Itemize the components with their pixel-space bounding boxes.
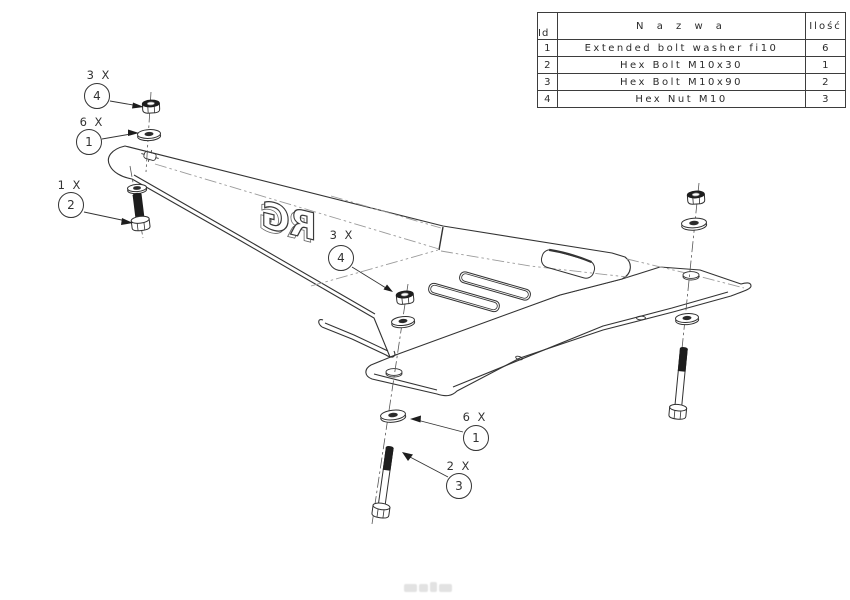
callout-count: 3 X [329, 228, 355, 242]
bom-cell-id: 2 [537, 56, 558, 74]
bom-row: 2 Hex Bolt M10x30 1 [537, 56, 846, 74]
hex-bolt-m10x90 [371, 446, 394, 519]
callout-count: 6 X [462, 410, 488, 424]
bom-header-id: Id [537, 12, 558, 40]
embossed-recess [540, 248, 596, 279]
callout-count: 6 X [79, 115, 105, 129]
bom-header-row: Id N a z w a Ilość [537, 12, 846, 40]
callout-balloon-1: 1 [76, 129, 102, 155]
small-slot [636, 315, 646, 321]
hex-bolt-m10x30 [130, 192, 151, 232]
bom-cell-name: Hex Bolt M10x90 [557, 73, 806, 91]
washer [391, 315, 416, 329]
callout-leaders [83, 100, 464, 478]
washer [681, 217, 708, 231]
washer [127, 183, 148, 195]
bom-cell-qty: 1 [805, 56, 846, 74]
callout-balloon-3: 3 [446, 473, 472, 499]
callout-balloon-4: 4 [84, 83, 110, 109]
bom-cell-qty: 2 [805, 73, 846, 91]
vent-slot [428, 282, 500, 313]
leader-arrowheads [121, 102, 421, 461]
bom-header-name: N a z w a [557, 12, 806, 40]
phantom-bend-lines [154, 163, 745, 289]
mounting-hole-middle [385, 368, 403, 378]
front-plate [107, 145, 631, 358]
bom-cell-qty: 3 [805, 90, 846, 108]
vent-slot [459, 271, 531, 301]
small-slot [515, 355, 523, 361]
bom-header-qty: Ilość [805, 12, 846, 40]
mounting-hole-top-left [141, 150, 159, 162]
bom-row: 3 Hex Bolt M10x90 2 [537, 73, 846, 91]
hex-bolt-m10x90 [668, 347, 688, 420]
washer [380, 409, 407, 423]
bom-cell-name: Extended bolt washer fi10 [557, 39, 806, 57]
bom-table: Id N a z w a Ilość 1 Extended bolt washe… [537, 12, 846, 108]
bom-cell-id: 3 [537, 73, 558, 91]
callout-count: 2 X [446, 459, 472, 473]
watermark-logo [404, 580, 454, 592]
callout-balloon-1: 1 [463, 425, 489, 451]
hex-nut [686, 190, 706, 205]
bom-cell-id: 1 [537, 39, 558, 57]
bom-cell-name: Hex Nut M10 [557, 90, 806, 108]
callout-balloon-4: 4 [328, 245, 354, 271]
callout-count: 3 X [86, 68, 112, 82]
callout-balloon-2: 2 [58, 192, 84, 218]
bom-cell-id: 4 [537, 90, 558, 108]
washer [675, 313, 700, 326]
brand-logo: RG RG [258, 192, 317, 253]
bom-cell-name: Hex Bolt M10x30 [557, 56, 806, 74]
hex-nut [395, 290, 415, 305]
bom-cell-qty: 6 [805, 39, 846, 57]
washer [137, 129, 162, 142]
mounting-hole-right [682, 271, 700, 281]
bom-row: 4 Hex Nut M10 3 [537, 90, 846, 108]
bom-row: 1 Extended bolt washer fi10 6 [537, 39, 846, 57]
callout-count: 1 X [57, 178, 83, 192]
hex-nut [141, 99, 161, 114]
